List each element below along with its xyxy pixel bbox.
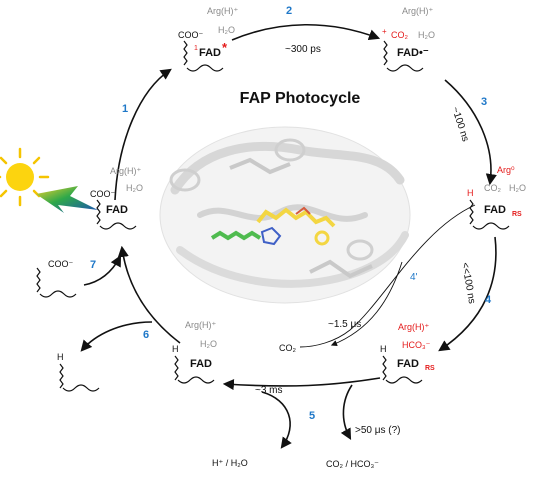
lightning-icon: [36, 186, 98, 213]
svg-text:H₂O: H₂O: [218, 25, 235, 35]
state-excited-fad: Arg(H)⁺ COO⁻ H₂O 1 FAD *: [178, 6, 238, 72]
svg-text:+: +: [382, 27, 387, 36]
svg-text:FAD: FAD: [106, 204, 128, 216]
step-4prime-label: 4': [410, 272, 418, 283]
svg-text:RS: RS: [512, 211, 522, 218]
arrow-step-2: [231, 23, 381, 41]
svg-text:H: H: [172, 344, 179, 354]
svg-text:H₂O: H₂O: [509, 183, 526, 193]
step-7-label: 7: [90, 259, 96, 271]
svg-text:Arg(H)⁺: Arg(H)⁺: [402, 6, 433, 16]
svg-text:FAD: FAD: [190, 358, 212, 370]
state-fad-rs-hco3: Arg(H)⁺ HCO₃⁻ H FAD RS: [380, 322, 435, 384]
svg-text:FAD: FAD: [397, 358, 419, 370]
time-step-2: ~300 ps: [285, 44, 321, 55]
svg-text:H: H: [380, 344, 387, 354]
arrow-step-5: [222, 377, 381, 391]
arrow-step-3: [444, 79, 497, 186]
svg-text:Arg(H)⁺: Arg(H)⁺: [398, 322, 429, 332]
step-5-label: 5: [309, 410, 315, 422]
arrow-step-6: [117, 245, 181, 344]
diagram-title: FAP Photocycle: [240, 90, 361, 107]
svg-text:FAD: FAD: [484, 204, 506, 216]
time-step-5: ~3 ms: [255, 385, 283, 396]
svg-text:H₂O: H₂O: [126, 183, 143, 193]
svg-text:H: H: [467, 188, 474, 198]
svg-text:Arg⁰: Arg⁰: [497, 165, 515, 175]
proton-water-label: H⁺ / H₂O: [212, 458, 248, 468]
state-ground-fad: Arg(H)⁺ COO⁻ H₂O FAD: [90, 166, 143, 230]
svg-text:RS: RS: [425, 365, 435, 372]
svg-text:1: 1: [194, 45, 198, 52]
fatty-acid-substrate: COO⁻: [36, 259, 77, 298]
fad-model: [256, 207, 336, 228]
arrow-step-4: [438, 236, 497, 352]
protein-structure-image: [159, 126, 411, 304]
svg-text:Arg(H)⁺: Arg(H)⁺: [207, 6, 238, 16]
time-step-4: <<100 ns: [459, 262, 477, 305]
svg-text:COO⁻: COO⁻: [48, 259, 74, 269]
svg-text:H₂O: H₂O: [418, 30, 435, 40]
fatty-acid-model: [210, 230, 262, 241]
svg-text:COO⁻: COO⁻: [178, 30, 204, 40]
svg-text:H: H: [57, 352, 64, 362]
time-co2-release: >50 μs (?): [355, 425, 401, 436]
alkane-product: H: [57, 352, 100, 392]
state-fad-rs-arg0: Arg⁰ H CO₂ H₂O FAD RS: [467, 165, 526, 230]
sun-icon: [0, 147, 50, 207]
step-6-label: 6: [143, 329, 149, 341]
arrow-step-4prime: [299, 204, 476, 348]
svg-text:*: *: [222, 40, 228, 55]
co2-hco3-label: CO₂ / HCO₃⁻: [326, 459, 379, 469]
svg-text:FAD•⁻: FAD•⁻: [397, 47, 429, 59]
svg-text:FAD: FAD: [199, 47, 221, 59]
step-2-label: 2: [286, 5, 292, 17]
step-1-label: 1: [122, 103, 128, 115]
state-product-fad: Arg(H)⁺ H H₂O FAD: [172, 320, 217, 384]
svg-text:CO₂: CO₂: [391, 30, 409, 40]
svg-text:COO⁻: COO⁻: [90, 189, 116, 199]
arrow-h-water: [261, 391, 292, 449]
arrow-step-7: [83, 255, 122, 286]
arrow-alkane-release: [80, 321, 153, 352]
arrow-co2-hco3: [340, 384, 353, 440]
svg-text:H₂O: H₂O: [200, 339, 217, 349]
arrow-step-1: [114, 68, 172, 201]
svg-text:CO₂: CO₂: [484, 183, 502, 193]
svg-text:HCO₃⁻: HCO₃⁻: [402, 340, 431, 350]
time-step-3: ~100 ns: [449, 106, 471, 144]
step-4-label: 4: [485, 294, 492, 306]
state-radical-pair: Arg(H)⁺ + CO₂ H₂O FAD•⁻: [382, 6, 435, 72]
time-step-4prime: ~1.5 μs: [328, 319, 361, 330]
co2-release-label: CO₂: [279, 343, 297, 353]
svg-text:Arg(H)⁺: Arg(H)⁺: [185, 320, 216, 330]
svg-text:Arg(H)⁺: Arg(H)⁺: [110, 166, 141, 176]
step-3-label: 3: [481, 96, 487, 108]
